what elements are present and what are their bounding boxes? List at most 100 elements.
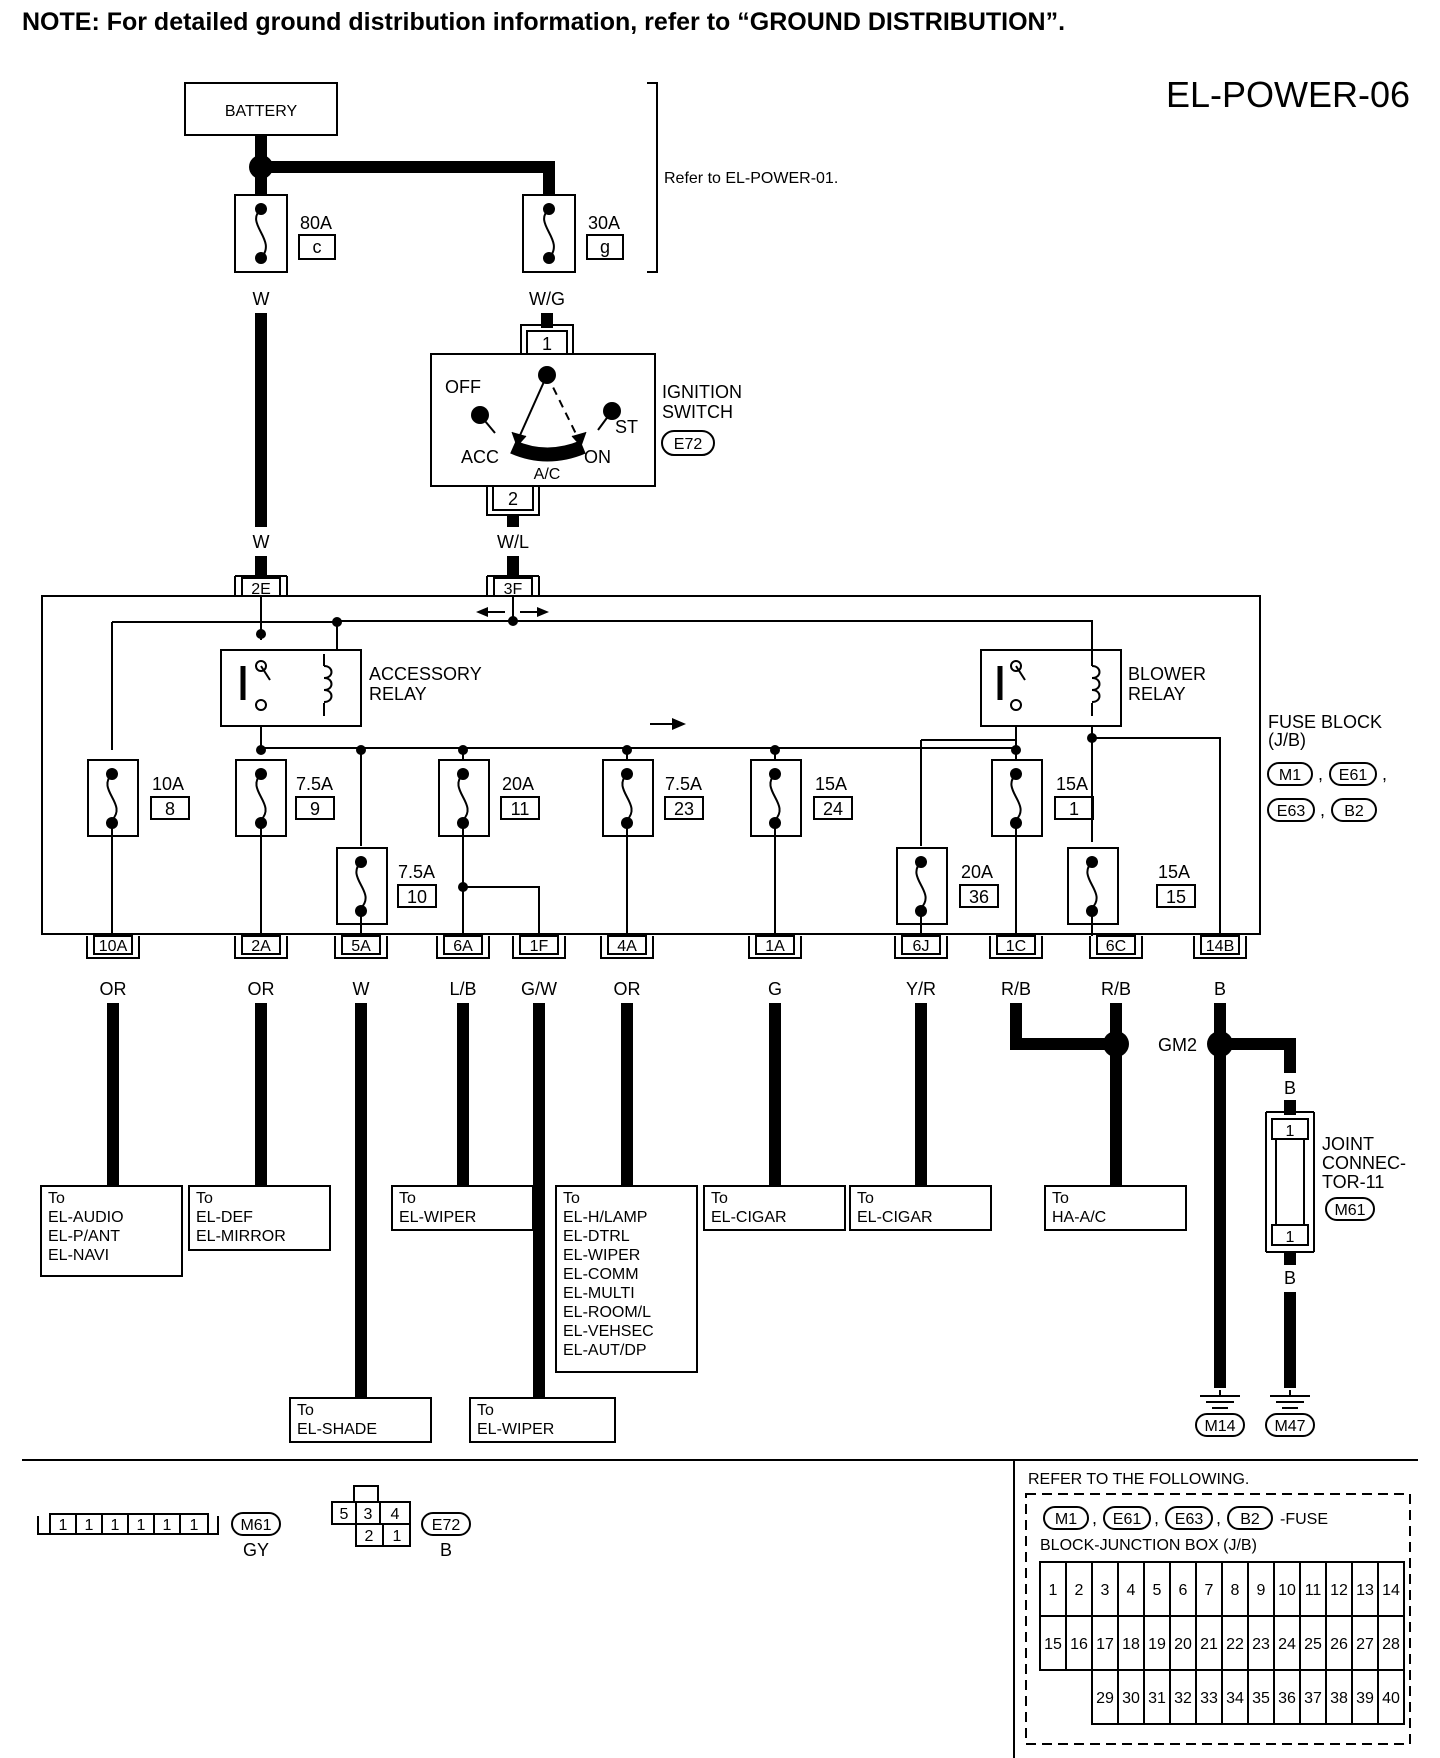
jb-pin-cell [1299,1669,1327,1725]
jb-pin-label: 21 [1200,1636,1218,1653]
svg-text:EL-H/LAMP: EL-H/LAMP [563,1209,647,1226]
blower-relay [980,622,1122,727]
svg-text:1A: 1A [765,938,785,955]
battery-label: BATTERY [225,103,298,120]
jb-pin-label: 25 [1304,1636,1322,1653]
svg-text:E61: E61 [1113,1511,1142,1528]
svg-text:5: 5 [340,1506,349,1523]
jb-pin-label: 6 [1179,1582,1188,1599]
jb-pin-label: 37 [1304,1690,1322,1707]
svg-text:1: 1 [1286,1123,1295,1140]
wire-color-w-mid: W [253,532,270,552]
jb-pin-label: 20 [1174,1636,1192,1653]
svg-text:EL-CIGAR: EL-CIGAR [857,1209,933,1226]
jb-pin-cell [1299,1615,1327,1671]
fusible-link-80a-amp: 80A [300,213,332,233]
svg-text:1C: 1C [1006,938,1026,955]
jb-pin-label: 5 [1153,1582,1162,1599]
terminal-10a: 10A [86,935,140,959]
legend-refer-title: REFER TO THE FOLLOWING. [1028,1471,1249,1488]
jb-pin-label: 2 [1075,1582,1084,1599]
wire-color-4a: OR [614,979,641,999]
ignition-pin2: 2 [486,485,540,516]
legend-connector-m61: 1 1 1 1 1 1 M61 GY [37,1512,281,1560]
dest-hlamp: To EL-H/LAMP EL-DTRL EL-WIPER EL-COMM EL… [555,1185,698,1373]
joint-title-3: TOR-11 [1322,1172,1384,1192]
jb-pin-label: 33 [1200,1690,1218,1707]
svg-text:24: 24 [823,799,843,819]
ignition-switch: OFF ST ACC ON A/C [430,353,656,487]
jb-pin-label: 10 [1278,1582,1296,1599]
svg-text:M47: M47 [1274,1418,1305,1435]
svg-text:To: To [477,1402,494,1419]
svg-text:5A: 5A [351,938,371,955]
fuse-block-conn-e61: E61 [1329,762,1377,786]
svg-text:To: To [711,1190,728,1207]
svg-text:3F: 3F [504,581,523,598]
dest-wiper-1: To EL-WIPER [391,1185,534,1231]
wire-color-2a: OR [248,979,275,999]
svg-text:2E: 2E [251,581,271,598]
refer-top-text: Refer to EL-POWER-01. [664,170,838,187]
legend-jb-line2: BLOCK-JUNCTION BOX (J/B) [1040,1537,1257,1554]
wire-color-w-top: W [253,289,270,309]
svg-text:,: , [1216,1508,1221,1528]
jb-pin-label: 35 [1252,1690,1270,1707]
dest-def: To EL-DEF EL-MIRROR [188,1185,331,1251]
terminal-4a: 4A [600,935,654,959]
svg-text:15A: 15A [815,774,847,794]
jb-pin-cell [1169,1561,1197,1617]
svg-text:EL-COMM: EL-COMM [563,1266,639,1283]
svg-text:To: To [297,1402,314,1419]
terminal-1f: 1F [512,935,566,959]
svg-text:15A: 15A [1158,862,1190,882]
svg-text:EL-SHADE: EL-SHADE [297,1421,377,1438]
terminal-6c: 6C [1089,935,1143,959]
terminal-6a: 6A [436,935,490,959]
battery-box [184,82,338,136]
svg-text:To: To [857,1190,874,1207]
ground-symbol-m47: M47 [1265,1390,1315,1437]
terminal-1c: 1C [989,935,1043,959]
jb-pin-cell [1169,1615,1197,1671]
joint-wire-top: B [1284,1078,1296,1098]
svg-text:1: 1 [59,1517,68,1534]
joint-title-2: CONNEC- [1322,1153,1406,1173]
terminal-3f: 3F [486,575,540,598]
dest-shade: To EL-SHADE [289,1397,432,1443]
jb-pin-label: 3 [1101,1582,1110,1599]
jb-pin-label: 36 [1278,1690,1296,1707]
fuse-block-title-1: FUSE BLOCK [1268,712,1382,732]
wire-color-1a: G [768,979,782,999]
jb-pin-cell [1117,1615,1145,1671]
svg-text:EL-VEHSEC: EL-VEHSEC [563,1323,654,1340]
jb-pin-cell [1377,1615,1405,1671]
jb-pin-cell [1143,1561,1171,1617]
blower-relay-title-1: BLOWER [1128,664,1206,684]
jb-pin-label: 16 [1070,1636,1088,1653]
svg-text:EL-ROOM/L: EL-ROOM/L [563,1304,651,1321]
dest-audio: To EL-AUDIO EL-P/ANT EL-NAVI [40,1185,183,1277]
terminal-6j: 6J [894,935,948,959]
joint-title-1: JOINT [1322,1134,1374,1154]
jb-pin-label: 19 [1148,1636,1166,1653]
svg-text:To: To [48,1190,65,1207]
svg-text:20A: 20A [961,862,993,882]
svg-text:4: 4 [391,1506,400,1523]
accessory-relay [220,649,362,727]
svg-text:M61: M61 [240,1517,271,1534]
jb-pin-cell [1065,1561,1093,1617]
svg-text:,: , [1320,800,1325,820]
svg-text:EL-WIPER: EL-WIPER [477,1421,554,1438]
wire-color-wg: W/G [529,289,565,309]
jb-pin-label: 11 [1305,1582,1322,1599]
svg-text:10A: 10A [99,938,128,955]
jb-pin-label: 39 [1356,1690,1374,1707]
svg-text:1: 1 [393,1528,402,1545]
fuse-10: 7.5A 10 [336,847,437,925]
svg-text:EL-WIPER: EL-WIPER [399,1209,476,1226]
terminal-1a: 1A [748,935,802,959]
svg-text:10A: 10A [152,774,184,794]
jb-pin-cell [1325,1561,1353,1617]
ignition-pin1: 1 [520,324,574,355]
